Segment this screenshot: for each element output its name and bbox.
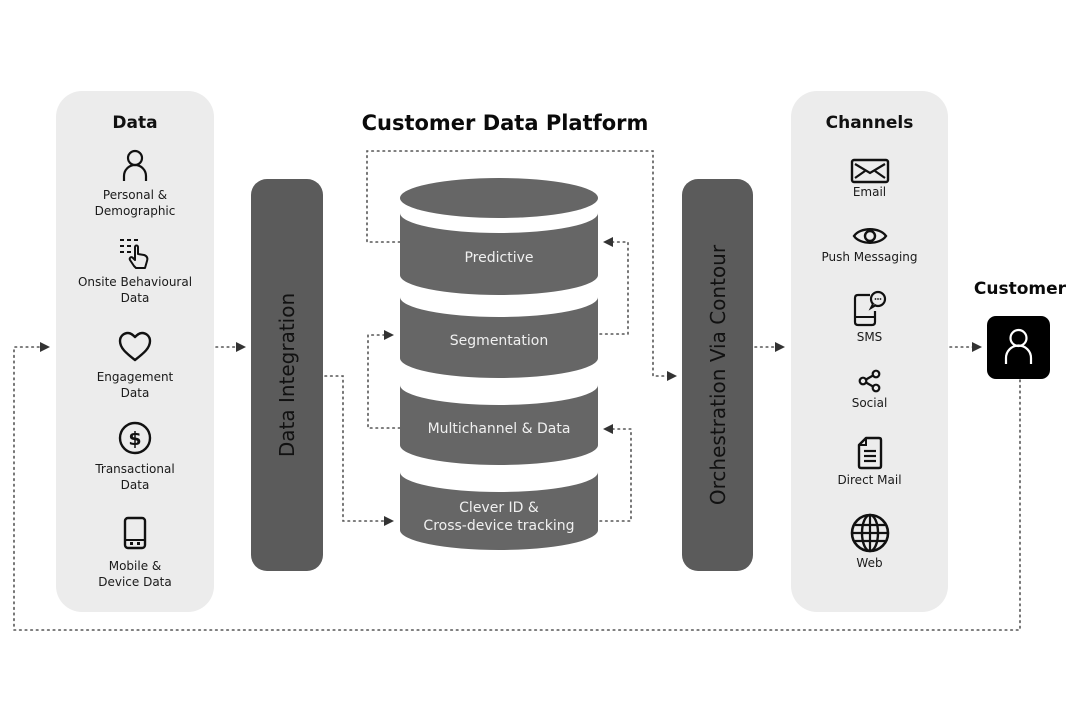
channel-item-sms: SMS — [791, 289, 948, 345]
segmentation-to-predictive-arrow — [599, 237, 629, 335]
dollar-circle-icon: $ — [118, 421, 152, 455]
channel-item-email: Email — [791, 158, 948, 200]
predictive-to-orchestration-arrow — [366, 150, 677, 381]
tap-list-icon — [120, 239, 149, 269]
mobile-icon — [123, 516, 147, 550]
globe-icon — [850, 513, 889, 553]
layer-multichannel: Multichannel & Data — [427, 421, 571, 437]
data-item-mobile: Mobile & Device Data — [56, 516, 214, 590]
channel-item-label: Social — [851, 396, 888, 410]
multichannel-to-segmentation-arrow — [367, 330, 401, 429]
layer-segmentation: Segmentation — [449, 333, 549, 349]
person-icon — [122, 149, 148, 181]
cdp-cylinder — [400, 178, 598, 550]
layer-clever-id: Clever ID & Cross-device tracking — [423, 500, 575, 534]
channels-panel-title: Channels — [825, 113, 914, 133]
data-item-onsite: Onsite Behavioural Data — [56, 236, 214, 306]
data-item-engagement: Engagement Data — [56, 331, 214, 401]
email-icon — [850, 158, 889, 184]
svg-text:$: $ — [128, 428, 141, 450]
cylinder-top — [400, 178, 598, 218]
orchestration-label: Orchestration Via Contour — [705, 244, 730, 506]
customer-title: Customer — [973, 279, 1067, 299]
cylinder-band-predictive — [400, 213, 598, 295]
integration-to-cleverid-arrow — [324, 375, 394, 526]
cylinder-band-multichannel — [400, 385, 598, 465]
data-item-label: Personal & Demographic — [94, 188, 176, 218]
data-item-label: Mobile & Device Data — [98, 559, 172, 589]
orchestration-bar: Orchestration Via Contour — [682, 179, 753, 571]
channel-item-label: Push Messaging — [821, 250, 918, 264]
channel-item-label: Web — [856, 556, 883, 570]
data-panel-title: Data — [112, 113, 158, 133]
heart-icon — [118, 331, 152, 362]
channel-item-label: Email — [852, 185, 887, 199]
customer-person-icon — [1004, 328, 1033, 364]
channel-item-social: Social — [791, 369, 948, 411]
data-sources-panel: Data Personal & Demographic Onsite Behav… — [56, 91, 214, 612]
channels-panel: Channels Email Push Messaging SMS Social… — [791, 91, 948, 612]
customer-node — [987, 316, 1050, 379]
data-item-label: Engagement Data — [96, 370, 174, 400]
sms-icon — [853, 290, 886, 327]
layer-predictive: Predictive — [464, 250, 534, 266]
channel-item-push: Push Messaging — [791, 225, 948, 265]
channel-item-label: Direct Mail — [837, 473, 902, 487]
eye-icon — [852, 228, 887, 244]
data-integration-label: Data Integration — [275, 292, 299, 458]
feedback-loop-line — [13, 342, 1021, 631]
platform-title: Customer Data Platform — [361, 111, 649, 135]
data-item-label: Onsite Behavioural Data — [77, 275, 193, 305]
data-item-personal: Personal & Demographic — [56, 149, 214, 219]
document-icon — [857, 436, 882, 470]
channel-item-label: SMS — [856, 330, 883, 344]
channel-item-web: Web — [791, 513, 948, 571]
cleverid-to-multichannel-arrow — [599, 424, 632, 522]
data-item-label: Transactional Data — [95, 462, 175, 492]
share-icon — [858, 369, 880, 393]
cylinder-band-clever-id — [400, 472, 598, 550]
channel-item-direct-mail: Direct Mail — [791, 436, 948, 488]
data-item-transactional: $ Transactional Data — [56, 421, 214, 493]
cylinder-band-segmentation — [400, 297, 598, 378]
data-integration-bar: Data Integration — [251, 179, 323, 571]
